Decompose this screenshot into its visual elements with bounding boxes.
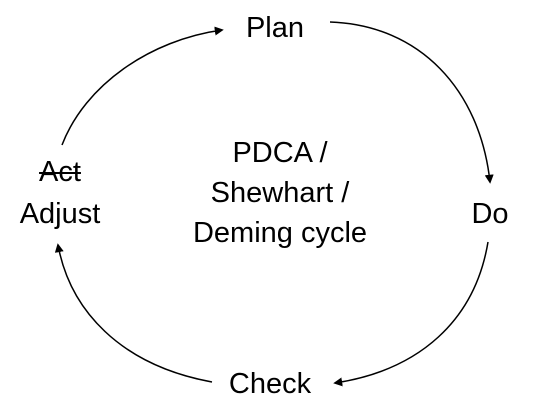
stage-adjust-label: Adjust xyxy=(19,198,101,230)
cycle-title-line: PDCA / xyxy=(232,137,328,169)
arrow-plan-to-do xyxy=(329,21,494,184)
stage-act-struck-label: Act xyxy=(0,156,120,188)
stage-do-label: Do xyxy=(471,198,509,230)
act-strikethrough-text: Act xyxy=(39,156,81,188)
stage-check-label: Check xyxy=(228,368,312,400)
arrow-check-to-adjust xyxy=(54,243,213,383)
cycle-title: PDCA / Shewhart / Deming cycle xyxy=(140,133,420,253)
cycle-title-line: Shewhart / xyxy=(210,177,350,209)
arrow-adjust-to-plan xyxy=(61,26,224,146)
stage-plan-label: Plan xyxy=(245,12,305,44)
arrow-do-to-check xyxy=(333,241,489,387)
cycle-title-line: Deming cycle xyxy=(192,217,368,249)
